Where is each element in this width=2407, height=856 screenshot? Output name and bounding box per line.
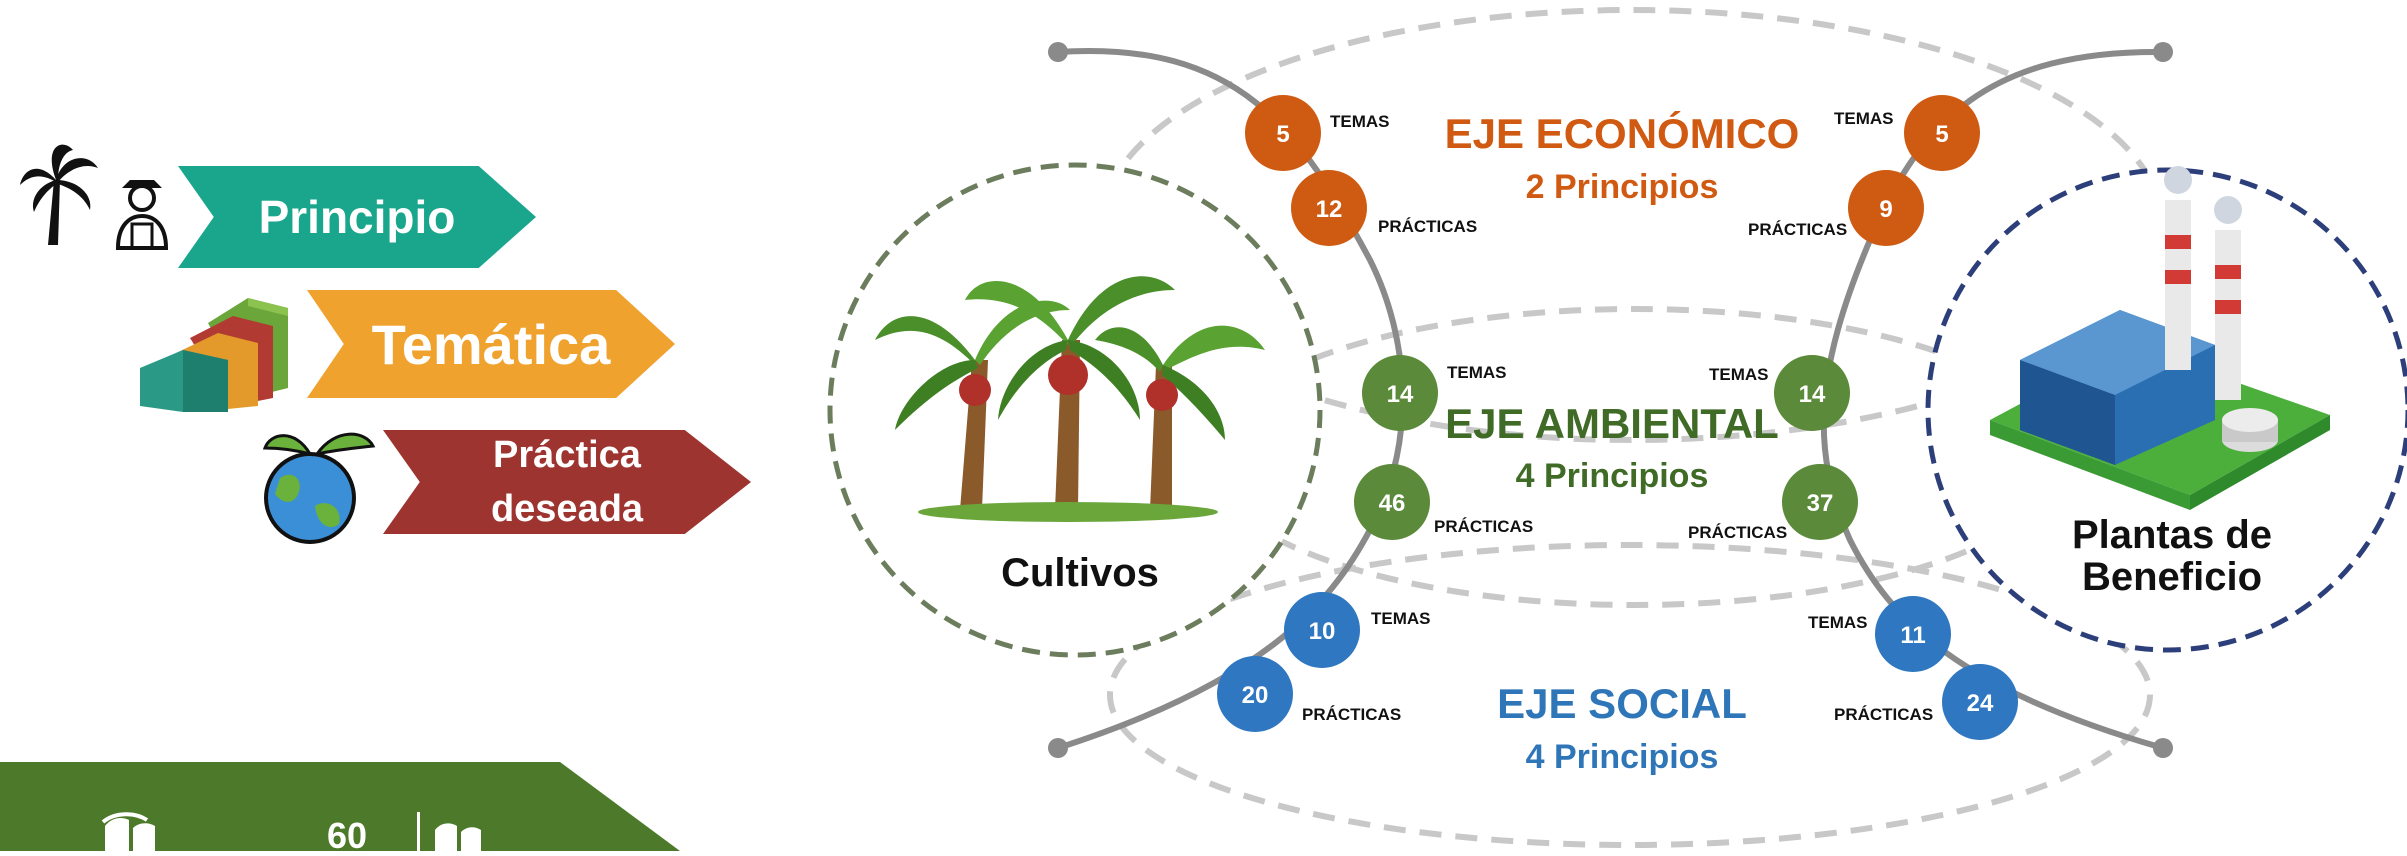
practicas-label: PRÁCTICAS	[1378, 217, 1477, 236]
temas-label: TEMAS	[1447, 363, 1507, 382]
svg-text:37: 37	[1807, 490, 1834, 517]
svg-text:24: 24	[1967, 690, 1994, 717]
svg-text:10: 10	[1309, 618, 1336, 645]
cultivos-label: Cultivos	[1001, 551, 1159, 595]
legend-palm-farmer-icon	[18, 140, 183, 250]
svg-text:9: 9	[1879, 196, 1892, 223]
plantas-label-line1: Plantas de	[2072, 513, 2272, 557]
factory-icon	[1990, 166, 2330, 510]
right-top-endpoint	[2153, 42, 2173, 62]
legend-stacked-layers-icon	[138, 288, 313, 413]
footer-logo-icon: 60	[95, 812, 515, 856]
node-econ-left-temas: 5	[1245, 95, 1321, 171]
legend-principio-chevron: Principio	[178, 166, 536, 268]
right-bottom-endpoint	[2153, 738, 2173, 758]
legend-practica-line2: deseada	[490, 488, 644, 530]
svg-text:46: 46	[1379, 490, 1406, 517]
social-ellipse	[1107, 542, 2153, 848]
node-econ-left-practicas: 12	[1291, 170, 1367, 246]
legend-globe-leaf-icon	[255, 428, 377, 546]
practicas-label: PRÁCTICAS	[1302, 705, 1401, 724]
axis-ambiental-title: EJE AMBIENTAL	[1445, 400, 1779, 447]
node-soc-left-temas: 10	[1284, 592, 1360, 668]
svg-text:14: 14	[1387, 381, 1414, 408]
axis-economico-subtitle: 2 Principios	[1526, 168, 1719, 206]
node-amb-left-practicas: 46	[1354, 464, 1430, 540]
node-soc-right-temas: 11	[1875, 596, 1951, 672]
legend-practica-line1: Práctica	[493, 434, 641, 476]
practicas-label: PRÁCTICAS	[1834, 705, 1933, 724]
svg-text:12: 12	[1316, 196, 1343, 223]
node-econ-right-practicas: 9	[1848, 170, 1924, 246]
temas-label: TEMAS	[1808, 613, 1868, 632]
legend-tematica-chevron: Temática	[307, 290, 675, 398]
temas-label: TEMAS	[1709, 365, 1769, 384]
node-soc-left-practicas: 20	[1217, 656, 1293, 732]
axis-social-subtitle: 4 Principios	[1526, 738, 1719, 776]
node-econ-right-temas: 5	[1904, 95, 1980, 171]
axis-social-title: EJE SOCIAL	[1497, 680, 1747, 727]
svg-text:60: 60	[327, 815, 367, 851]
practicas-label: PRÁCTICAS	[1434, 517, 1533, 536]
legend-tematica-label: Temática	[371, 312, 611, 376]
svg-text:20: 20	[1242, 682, 1269, 709]
node-amb-right-temas: 14	[1774, 355, 1850, 431]
practicas-label: PRÁCTICAS	[1748, 220, 1847, 239]
legend-practica-chevron: Práctica deseada	[383, 430, 751, 534]
temas-label: TEMAS	[1330, 112, 1390, 131]
axis-economico-title: EJE ECONÓMICO	[1445, 109, 1800, 157]
temas-label: TEMAS	[1371, 609, 1431, 628]
palm-trees-icon	[875, 276, 1265, 522]
svg-text:11: 11	[1900, 622, 1925, 649]
axis-ambiental-subtitle: 4 Principios	[1516, 457, 1709, 495]
node-amb-right-practicas: 37	[1782, 464, 1858, 540]
node-amb-left-temas: 14	[1362, 355, 1438, 431]
practicas-label: PRÁCTICAS	[1688, 523, 1787, 542]
left-bottom-endpoint	[1048, 738, 1068, 758]
legend-principio-label: Principio	[258, 191, 456, 243]
svg-text:5: 5	[1935, 121, 1948, 148]
node-soc-right-practicas: 24	[1942, 664, 2018, 740]
svg-text:5: 5	[1276, 121, 1289, 148]
plantas-label-line2: Beneficio	[2082, 555, 2262, 599]
temas-label: TEMAS	[1834, 109, 1894, 128]
svg-text:14: 14	[1799, 381, 1826, 408]
left-top-endpoint	[1048, 42, 1068, 62]
